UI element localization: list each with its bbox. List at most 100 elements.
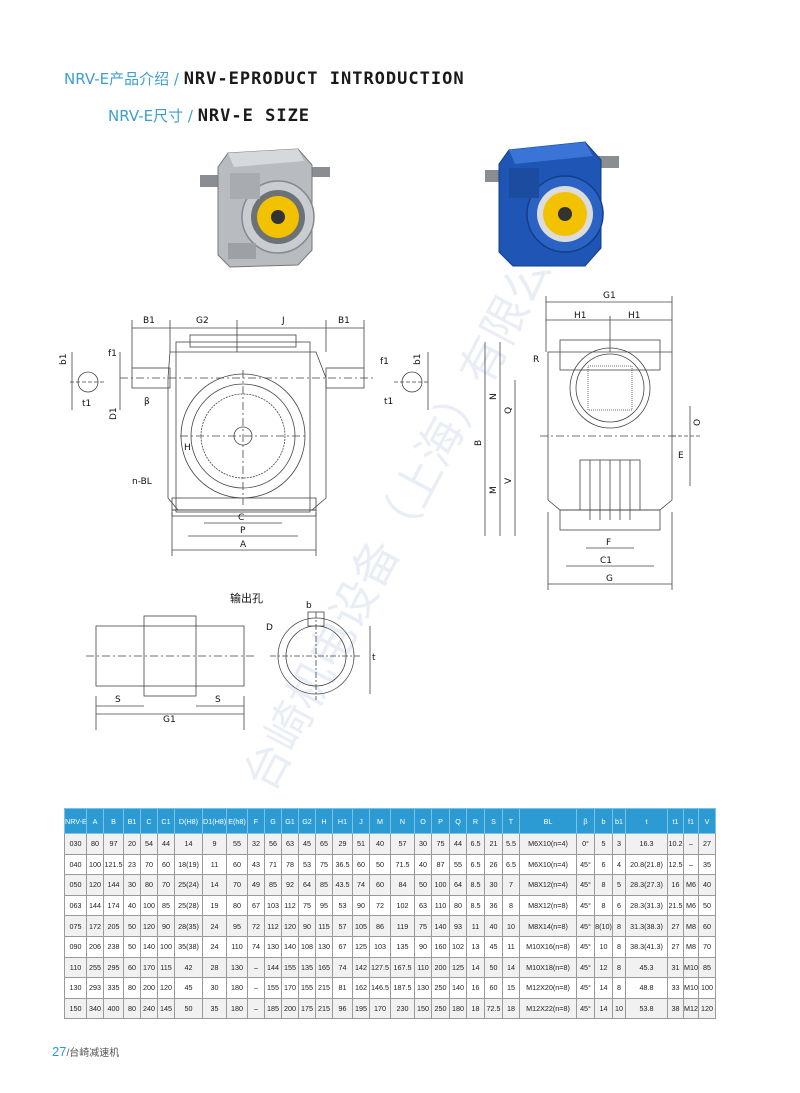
- table-cell: 125: [352, 935, 370, 958]
- svg-text:G1: G1: [163, 715, 176, 725]
- table-cell: 205: [103, 915, 124, 937]
- table-cell: 75: [298, 894, 316, 917]
- table-cell: 150: [64, 997, 87, 1020]
- table-cell: 85: [264, 874, 282, 896]
- column-header: NRV-E: [64, 808, 87, 834]
- table-cell: 130: [226, 956, 248, 979]
- table-cell: 96: [332, 997, 353, 1020]
- table-cell: 31: [667, 956, 684, 979]
- table-cell: 60: [484, 977, 503, 999]
- column-header: A: [86, 808, 104, 834]
- table-cell: 53: [332, 894, 353, 917]
- table-cell: 180: [226, 997, 248, 1020]
- table-cell: 45°: [576, 935, 595, 958]
- output-hole-title: 输出孔: [230, 591, 263, 605]
- page-subtitle-cn: NRV-E尺寸 /: [108, 107, 198, 125]
- page-title-cn: NRV-E产品介绍 /: [64, 70, 184, 88]
- table-cell: 30: [123, 874, 141, 896]
- column-header: H: [315, 808, 333, 834]
- table-cell: 53: [298, 853, 316, 876]
- table-cell: 21: [484, 833, 503, 855]
- table-cell: 74: [332, 956, 353, 979]
- table-cell: 43.5: [332, 874, 353, 896]
- table-cell: 0°: [576, 833, 595, 855]
- table-cell: 24: [202, 915, 227, 937]
- svg-text:f1: f1: [108, 349, 117, 359]
- table-cell: 15: [502, 977, 520, 999]
- table-cell: M6X10(n=4): [519, 853, 577, 876]
- table-cell: 84: [390, 874, 415, 896]
- table-cell: 167.5: [390, 956, 415, 979]
- column-header: β: [576, 808, 595, 834]
- table-cell: 45°: [576, 853, 595, 876]
- table-cell: 45°: [576, 894, 595, 917]
- table-cell: 135: [390, 935, 415, 958]
- page-title-en: NRV-EPRODUCT INTRODUCTION: [183, 69, 465, 89]
- table-cell: 120: [281, 915, 299, 937]
- column-header: B: [103, 808, 124, 834]
- table-cell: 115: [315, 915, 333, 937]
- table-cell: 14: [502, 956, 520, 979]
- table-cell: 44: [157, 833, 175, 855]
- column-header: N: [390, 808, 415, 834]
- table-cell: 146.5: [369, 977, 391, 999]
- table-cell: 60: [369, 874, 391, 896]
- svg-text:f1: f1: [380, 357, 389, 367]
- table-cell: 38.3(41.3): [625, 935, 668, 958]
- table-cell: 45: [174, 977, 203, 999]
- svg-text:R: R: [533, 355, 539, 365]
- table-cell: 85: [698, 956, 716, 979]
- table-cell: 14: [594, 977, 613, 999]
- table-cell: 43: [247, 853, 265, 876]
- column-header: Q: [449, 808, 467, 834]
- table-cell: 103: [369, 935, 391, 958]
- table-cell: 32: [247, 833, 265, 855]
- svg-text:n-BL: n-BL: [132, 477, 152, 487]
- table-cell: 18: [502, 997, 520, 1020]
- table-cell: 340: [86, 997, 104, 1020]
- table-cell: 78: [281, 853, 299, 876]
- table-cell: 75: [414, 915, 432, 937]
- table-cell: 20: [123, 833, 141, 855]
- table-cell: 40: [414, 853, 432, 876]
- svg-text:t1: t1: [82, 399, 91, 409]
- table-cell: 121.5: [103, 853, 124, 876]
- table-cell: 16: [466, 977, 485, 999]
- table-cell: 102: [390, 894, 415, 917]
- table-cell: 51: [352, 833, 370, 855]
- svg-text:F: F: [606, 538, 611, 548]
- table-cell: 31.3(38.3): [625, 915, 668, 937]
- table-cell: 24: [202, 935, 227, 958]
- svg-text:E: E: [678, 451, 684, 461]
- table-cell: 35: [698, 853, 716, 876]
- table-cell: 100: [431, 874, 450, 896]
- table-cell: 28.3(27.3): [625, 874, 668, 896]
- column-header: V: [698, 808, 716, 834]
- table-cell: 95: [315, 894, 333, 917]
- table-cell: 112: [264, 915, 282, 937]
- table-cell: 8(10): [594, 915, 613, 937]
- table-cell: 112: [281, 894, 299, 917]
- table-cell: 50: [698, 894, 716, 917]
- table-cell: 50: [123, 915, 141, 937]
- table-cell: 120: [698, 997, 716, 1020]
- table-cell: 135: [298, 956, 316, 979]
- svg-text:β: β: [144, 397, 150, 407]
- page-title: NRV-E产品介绍 / NRV-EPRODUCT INTRODUCTION: [64, 68, 465, 89]
- svg-text:B: B: [474, 440, 484, 446]
- table-cell: 108: [298, 935, 316, 958]
- table-cell: 050: [64, 874, 87, 896]
- svg-text:B1: B1: [143, 316, 155, 326]
- table-cell: 95: [226, 915, 248, 937]
- table-cell: 60: [157, 853, 175, 876]
- table-cell: 42: [174, 956, 203, 979]
- column-header: P: [431, 808, 450, 834]
- table-cell: 80: [140, 874, 158, 896]
- column-header: O: [414, 808, 432, 834]
- table-cell: 040: [64, 853, 87, 876]
- table-cell: M6X10(n=4): [519, 833, 577, 855]
- table-cell: 130: [64, 977, 87, 999]
